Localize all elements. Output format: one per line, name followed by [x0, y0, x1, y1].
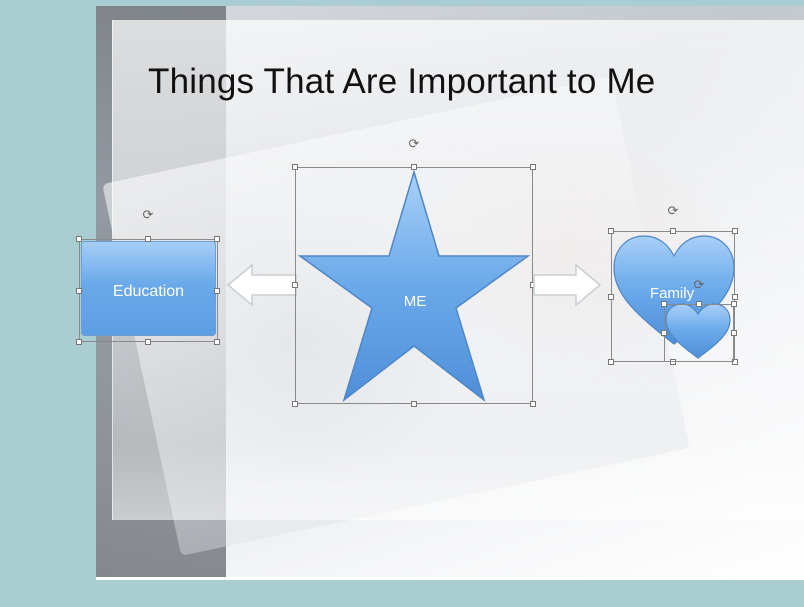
selection-handle[interactable] — [214, 236, 220, 242]
selection-handle[interactable] — [732, 228, 738, 234]
star-shape[interactable] — [296, 168, 532, 404]
selection-handle[interactable] — [696, 301, 702, 307]
selection-handle[interactable] — [530, 401, 536, 407]
selection-handle[interactable] — [145, 236, 151, 242]
slide-bottom-border — [0, 580, 804, 607]
slide-divider — [96, 577, 804, 580]
selection-handle[interactable] — [292, 282, 298, 288]
left-arrow[interactable] — [226, 262, 298, 308]
rotate-icon[interactable]: ⟳ — [408, 136, 420, 151]
selection-handle[interactable] — [608, 359, 614, 365]
selection-handle[interactable] — [670, 228, 676, 234]
selection-handle[interactable] — [214, 339, 220, 345]
selection-handle[interactable] — [661, 301, 667, 307]
rotate-icon[interactable]: ⟳ — [142, 207, 154, 222]
selection-handle[interactable] — [214, 288, 220, 294]
education-selection-box[interactable] — [79, 239, 218, 342]
selection-handle[interactable] — [76, 236, 82, 242]
selection-handle[interactable] — [732, 359, 738, 365]
rotate-icon[interactable]: ⟳ — [693, 277, 705, 292]
selection-handle[interactable] — [76, 288, 82, 294]
selection-handle[interactable] — [731, 301, 737, 307]
education-shape[interactable] — [81, 241, 216, 336]
selection-handle[interactable] — [145, 339, 151, 345]
selection-handle[interactable] — [608, 228, 614, 234]
right-arrow[interactable] — [532, 262, 602, 308]
rotate-icon[interactable]: ⟳ — [667, 203, 679, 218]
family-label: Family — [649, 285, 695, 302]
center-selection-box[interactable] — [295, 167, 533, 404]
selection-handle[interactable] — [411, 401, 417, 407]
hearts-shape[interactable] — [612, 232, 736, 362]
selection-handle[interactable] — [608, 294, 614, 300]
center-label: ME — [403, 293, 427, 310]
selection-handle[interactable] — [661, 330, 667, 336]
selection-handle[interactable] — [292, 401, 298, 407]
small-heart-selection-box[interactable] — [664, 304, 734, 362]
slide-title[interactable]: Things That Are Important to Me — [148, 62, 656, 101]
selection-handle[interactable] — [670, 359, 676, 365]
selection-handle[interactable] — [732, 294, 738, 300]
selection-handle[interactable] — [411, 164, 417, 170]
selection-handle[interactable] — [76, 339, 82, 345]
education-label: Education — [112, 283, 185, 300]
selection-handle[interactable] — [530, 164, 536, 170]
selection-handle[interactable] — [292, 164, 298, 170]
selection-handle[interactable] — [731, 330, 737, 336]
